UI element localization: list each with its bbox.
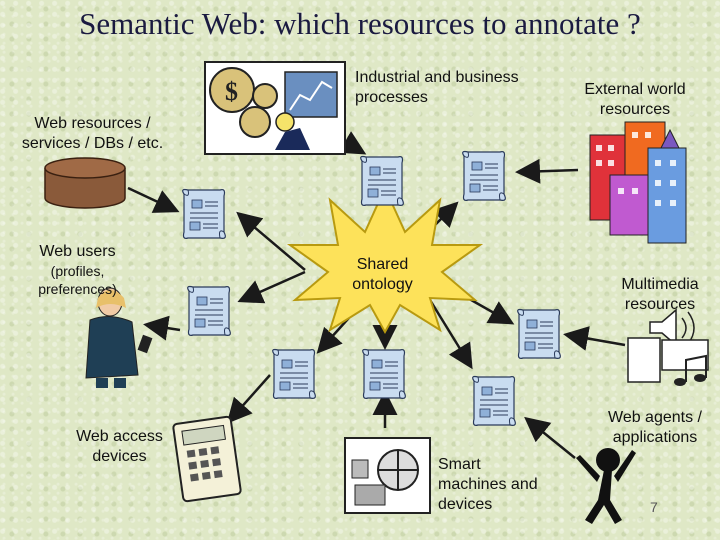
label-web-resources: Web resources / services / DBs / etc. [21,115,164,152]
label-smart-machines: Smart machines and devices [438,456,538,513]
label-external: External world resources [584,81,686,118]
arrow-multimedia-to-doc [563,326,626,351]
label-shared-ontology: Shared ontology [352,256,413,293]
document-icon-left [187,285,231,336]
arrow-industrial-to-doc [338,131,367,155]
label-web-access: Web access devices [76,428,163,465]
arrow-external-to-doc [515,158,579,184]
web-access-device-icon [172,415,242,503]
multimedia-icon [627,308,709,386]
arrow-star-to-doc-lowerright [428,299,473,370]
label-industrial: Industrial and business processes [355,69,519,106]
document-icon-lower-left [272,348,316,399]
document-icon-upper-left [182,188,226,239]
database-icon [44,157,126,209]
document-icon-top [360,155,404,206]
arrow-star-to-doc-left [237,270,306,304]
arrow-db-to-doc [127,186,180,213]
document-icon-right [517,308,561,359]
arrow-doc-to-device [226,374,271,424]
svg-text:$: $ [225,77,238,106]
label-web-users-sub: (profiles, preferences) [38,263,117,297]
arrow-star-to-doc-upperleft [236,211,306,271]
document-icon-lower-right [472,375,516,426]
smart-machine-icon [344,437,431,514]
shared-ontology-star [286,185,484,335]
slide-title: Semantic Web: which resources to annotat… [79,6,641,41]
label-web-users: Web users [39,243,116,260]
arrow-agent-to-doc [524,416,576,459]
buildings-icon [589,121,687,244]
document-icon-upper-right [462,150,506,201]
label-multimedia: Multimedia resources [621,276,699,313]
page-number: 7 [650,499,658,515]
web-user-figure-icon [85,287,153,388]
web-agent-figure-icon [576,448,636,524]
arrow-doc-to-user [143,315,181,341]
label-web-agents: Web agents / applications [608,409,702,446]
industrial-process-icon: $ [204,61,346,155]
document-icon-bottom [362,348,406,399]
